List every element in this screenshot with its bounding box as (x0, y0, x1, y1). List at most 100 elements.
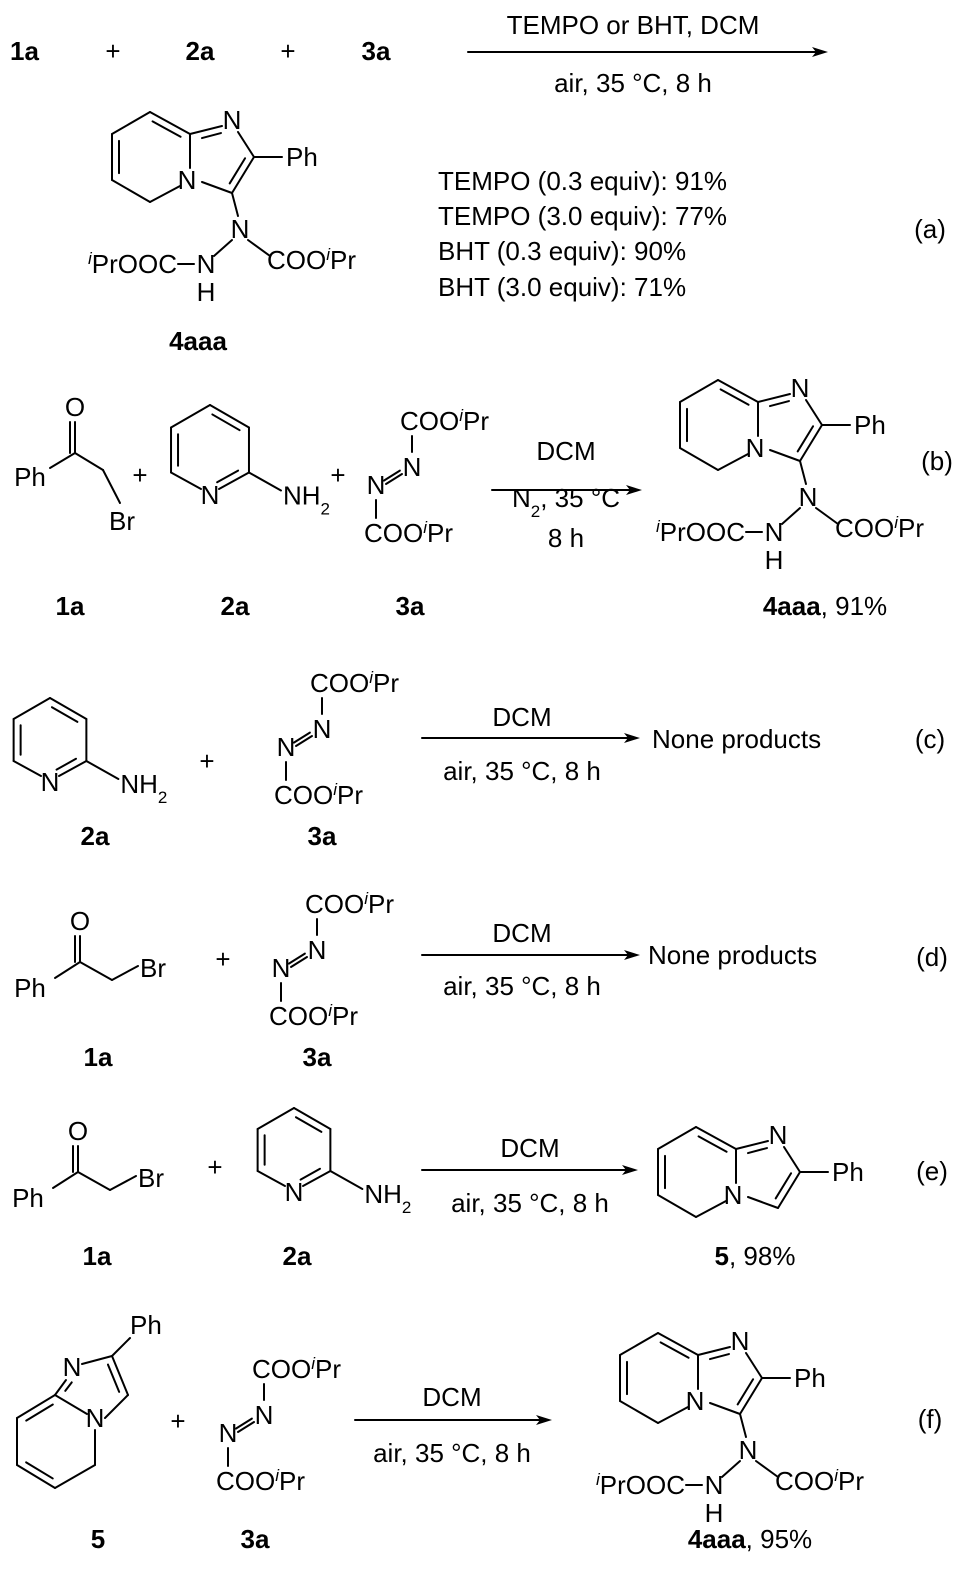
plus-sign: + (207, 1152, 222, 1182)
bond (295, 735, 313, 747)
nitrogen-label: N (739, 1435, 758, 1465)
label-part: COO (267, 245, 326, 275)
panel-label: (b) (921, 446, 953, 476)
bond (104, 1394, 129, 1419)
bond (79, 961, 113, 981)
condition-reagents: DCM (492, 918, 551, 948)
bond (657, 1126, 697, 1150)
condition-params: air, 35 °C, 8 h (443, 756, 601, 786)
label-part: Pr (898, 513, 924, 543)
label-part: 4aaa (763, 591, 821, 621)
phenyl-label: Ph (794, 1363, 826, 1393)
bond (247, 239, 271, 257)
reactant-label: 2a (283, 1241, 312, 1271)
ester-label: iPrOOC (596, 1470, 685, 1501)
label-part: i (88, 249, 93, 268)
label-part: i (328, 1001, 333, 1020)
bond (149, 185, 181, 203)
plus-sign: + (105, 36, 120, 66)
bond (12, 760, 42, 777)
bond (25, 1461, 54, 1480)
condition-reagents: DCM (492, 702, 551, 732)
bond (85, 760, 120, 780)
bond (799, 460, 807, 485)
nitrogen-label: N (367, 470, 386, 500)
nitrogen-label: N (791, 373, 810, 403)
bond (293, 1107, 332, 1130)
bond (747, 1196, 779, 1209)
bond (49, 452, 76, 469)
label-part: 2 (158, 788, 167, 807)
bond (231, 192, 239, 217)
plus-sign: + (170, 1406, 185, 1436)
bond (256, 1170, 286, 1187)
phenyl-label: Ph (14, 973, 46, 1003)
reactant-label: 3a (303, 1042, 332, 1072)
bond (16, 1394, 56, 1419)
bond (294, 1116, 323, 1133)
nitrogen-label: N (231, 214, 250, 244)
label-part: COO (269, 1001, 328, 1031)
reactant-label: 2a (186, 36, 215, 66)
bond (746, 1147, 768, 1155)
bond (55, 757, 77, 771)
nitrogen-label: N (255, 1400, 274, 1430)
bond (209, 404, 250, 429)
label-part: Pr (838, 1466, 864, 1496)
bond (619, 1332, 659, 1356)
label-part: COO (305, 889, 364, 919)
bond (247, 471, 282, 492)
label-part: 4aaa (688, 1524, 746, 1554)
label-part: 5 (715, 1241, 729, 1271)
bond (799, 424, 823, 462)
label-part: 2 (321, 499, 330, 518)
label-part: i (459, 406, 464, 425)
bond (781, 507, 801, 525)
bond (49, 697, 88, 720)
bond (50, 706, 79, 723)
bond (64, 1381, 73, 1392)
bond (755, 1460, 779, 1478)
phenyl-label: Ph (14, 462, 46, 492)
bond (697, 1135, 728, 1153)
nitrogen-label: N (403, 452, 422, 482)
arrowhead-icon (812, 47, 828, 57)
bond (234, 1417, 253, 1430)
bond (717, 453, 749, 471)
arrowhead-icon (536, 1415, 552, 1425)
bond (709, 1402, 741, 1415)
ester-label: COOiPr (267, 245, 356, 276)
result-text: None products (648, 940, 817, 970)
ester-label: COOiPr (310, 668, 399, 699)
bond (218, 471, 250, 490)
bond (237, 131, 255, 158)
label-part: i (894, 513, 899, 532)
bond (106, 1363, 121, 1393)
ester-label: COOiPr (305, 889, 394, 920)
amine-label: NH2 (120, 769, 167, 807)
amine-label: NH2 (283, 481, 330, 519)
ester-label: COOiPr (400, 406, 489, 437)
bond (769, 449, 801, 462)
bond (111, 179, 151, 203)
hydrogen-label: H (197, 277, 216, 307)
nitrogen-label: N (765, 517, 784, 547)
reactant-label: 3a (396, 591, 425, 621)
nitrogen-label: N (219, 1418, 238, 1448)
ester-label: COOiPr (775, 1466, 864, 1497)
label-part: Pr (332, 1001, 358, 1031)
condition-time: 8 h (548, 523, 584, 553)
bond (796, 425, 815, 453)
oxygen-label: O (68, 1116, 88, 1146)
condition-params: air, 35 °C, 8 h (443, 971, 601, 1001)
bond (25, 1403, 54, 1422)
result-line: BHT (3.0 equiv): 71% (438, 272, 686, 302)
bond (736, 1378, 755, 1406)
bond (216, 469, 240, 484)
result-text: None products (652, 724, 821, 754)
nitrogen-label: N (686, 1386, 705, 1416)
result-line: TEMPO (0.3 equiv): 91% (438, 166, 727, 196)
plus-sign: + (330, 460, 345, 490)
